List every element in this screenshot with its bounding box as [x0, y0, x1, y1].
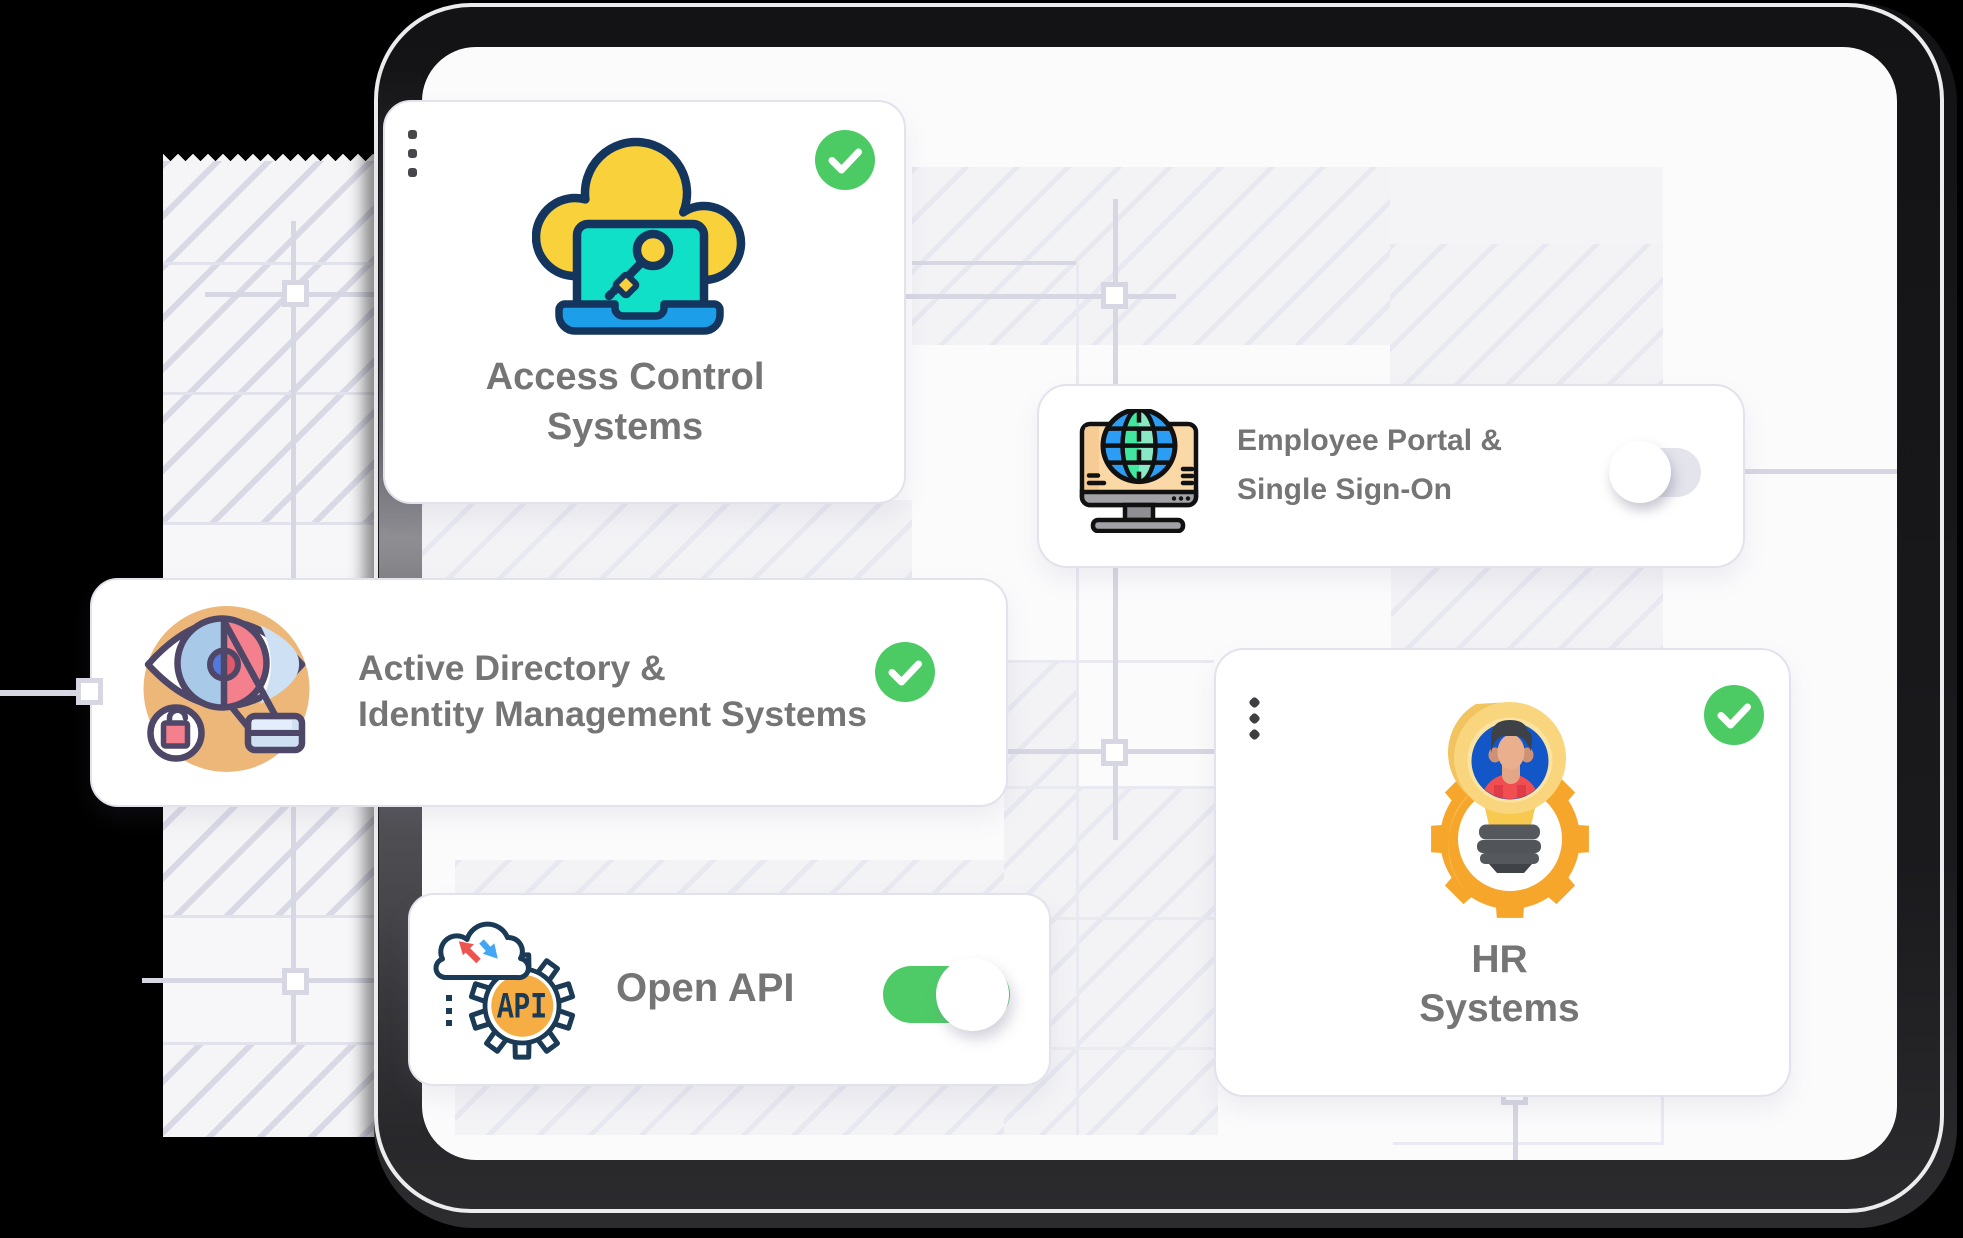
svg-text:API: API	[497, 988, 547, 1030]
